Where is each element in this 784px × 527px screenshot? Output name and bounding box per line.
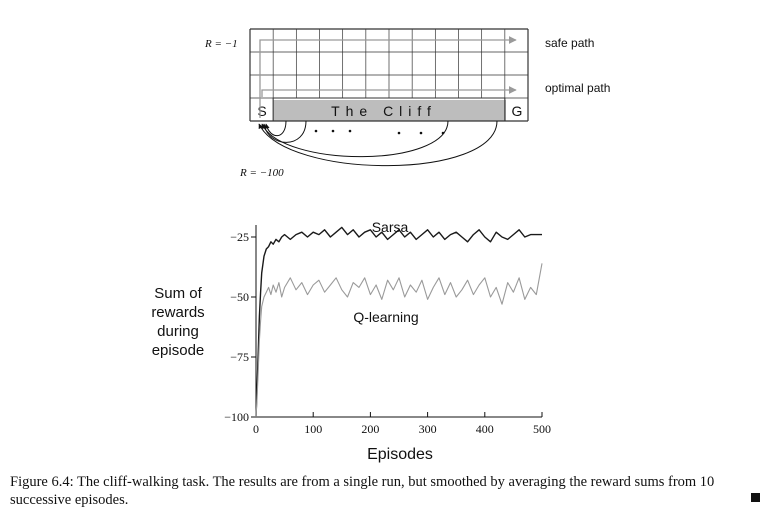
figure-caption: Figure 6.4: The cliff-walking task. The … [10, 474, 715, 508]
cliff-label: The Cliff [331, 103, 437, 119]
cliff-return-arcs [258, 120, 498, 167]
ellipsis-dot [331, 129, 335, 133]
cliff-return-arc [258, 120, 498, 167]
cliff-reward-label: R = −100 [239, 167, 284, 179]
x-tick-label: 500 [533, 422, 551, 436]
ellipsis-dot [397, 131, 401, 135]
x-axis-label: Episodes [367, 446, 433, 463]
safe-path-arrow [259, 36, 517, 118]
y-tick-label: −100 [224, 410, 249, 424]
cliff-return-arc [261, 120, 449, 158]
x-tick-label: 0 [253, 422, 259, 436]
cliff-return-arc [262, 120, 307, 143]
reward-chart: 0 100 200 300 400 500 −25 −50 −75 −100 Sarsa Q-le… [151, 219, 551, 463]
y-tick-label: −50 [230, 290, 249, 304]
y-axis-label-line: during [157, 323, 199, 340]
ellipsis-dot [348, 129, 352, 133]
series-line-sarsa [255, 226, 542, 418]
safe-path-label: safe path [545, 36, 594, 50]
x-tick-label: 100 [304, 422, 322, 436]
x-tick-label: 200 [361, 422, 379, 436]
grid-lines [249, 28, 529, 122]
series-label-sarsa: Sarsa [372, 219, 409, 235]
goal-cell-label: G [512, 103, 523, 119]
y-tick-label: −75 [230, 350, 249, 364]
cliff-region [273, 100, 506, 121]
x-tick-label: 400 [476, 422, 494, 436]
series-line-q-learning [255, 263, 543, 418]
series-label-q-learning: Q-learning [353, 309, 418, 325]
ellipsis-dot [419, 131, 423, 135]
y-tick-label: −25 [230, 230, 249, 244]
cliff-border [272, 97, 506, 122]
ellipsis-dot [314, 129, 318, 133]
y-axis-label-line: Sum of [154, 285, 202, 302]
cliff-gridworld-diagram: S G The Cliff safe path optimal path R =… [204, 28, 610, 179]
y-axis-label-line: episode [152, 342, 205, 359]
ellipsis-dot [441, 131, 445, 135]
step-reward-label: R = −1 [204, 38, 238, 50]
optimal-path-label: optimal path [545, 81, 610, 95]
cliff-return-arc [264, 120, 287, 137]
optimal-path-arrow [261, 86, 517, 97]
x-tick-label: 300 [419, 422, 437, 436]
y-axis-label-line: rewards [151, 304, 204, 321]
chart-axes: 0 100 200 300 400 500 −25 −50 −75 −100 [224, 225, 551, 436]
end-of-proof-mark [751, 493, 760, 502]
start-cell-label: S [257, 103, 266, 119]
chart-series [255, 226, 543, 418]
